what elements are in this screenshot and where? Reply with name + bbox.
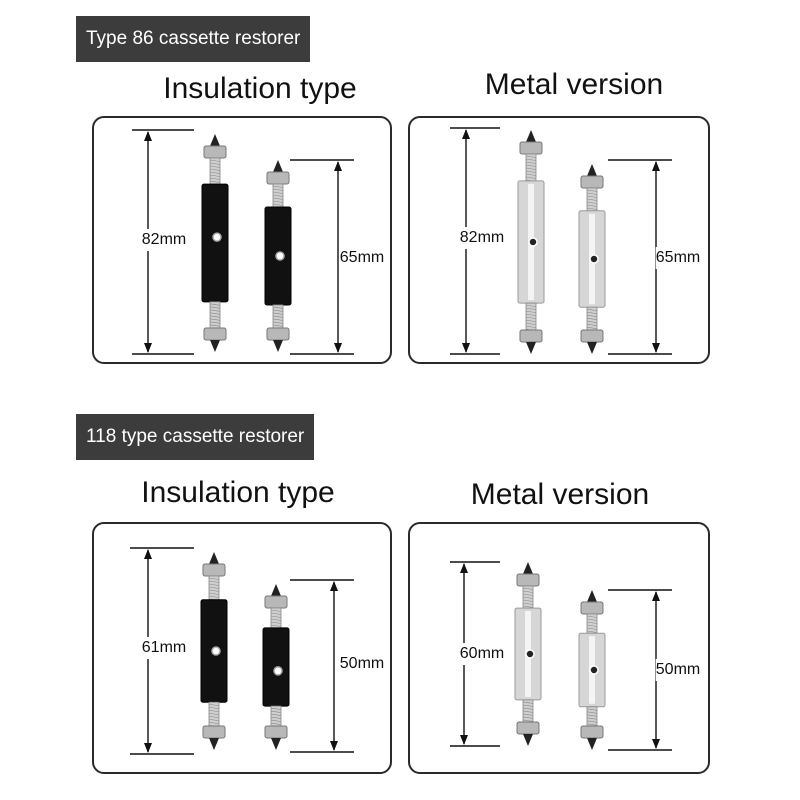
restorer-tool-long <box>201 134 229 352</box>
variant-title-118-metal: Metal version <box>470 478 650 511</box>
dim-label-118-insulation-short: 50mm <box>339 653 385 675</box>
restorer-tool-short <box>578 164 606 354</box>
dim-label-86-insulation-short: 65mm <box>339 247 385 269</box>
restorer-tool-long <box>514 562 542 746</box>
restorer-pair-118-metal <box>450 561 672 751</box>
dimension-line-long <box>450 561 500 747</box>
restorer-tool-short <box>262 584 290 750</box>
dim-label-118-metal-short: 50mm <box>655 659 701 681</box>
variant-title-86-metal: Metal version <box>484 68 664 101</box>
dim-label-118-insulation-long: 61mm <box>141 637 187 659</box>
restorer-pair-86-metal <box>450 127 672 355</box>
panel-118-insulation <box>92 522 392 774</box>
restorer-tool-long <box>517 130 545 354</box>
restorer-pair-118-insulation <box>130 547 354 755</box>
panel-86-insulation <box>92 116 392 364</box>
dimension-line-short <box>290 159 354 355</box>
restorer-tool-long <box>200 552 228 750</box>
restorer-tool-short <box>578 590 606 750</box>
dimension-line-short <box>290 579 354 753</box>
restorer-tool-short <box>264 160 292 352</box>
restorer-pair-86-insulation <box>132 129 354 355</box>
panel-118-metal <box>408 522 710 774</box>
dim-label-86-metal-short: 65mm <box>655 247 701 269</box>
section-tag-type-86: Type 86 cassette restorer <box>76 16 311 62</box>
dim-label-86-metal-long: 82mm <box>459 227 505 249</box>
variant-title-86-insulation: Insulation type <box>163 72 357 105</box>
section-tag-type-118: 118 type cassette restorer <box>76 414 315 460</box>
dim-label-86-insulation-long: 82mm <box>141 229 187 251</box>
panel-86-metal <box>408 116 710 364</box>
variant-title-118-insulation: Insulation type <box>141 476 335 509</box>
dim-label-118-metal-long: 60mm <box>459 643 505 665</box>
